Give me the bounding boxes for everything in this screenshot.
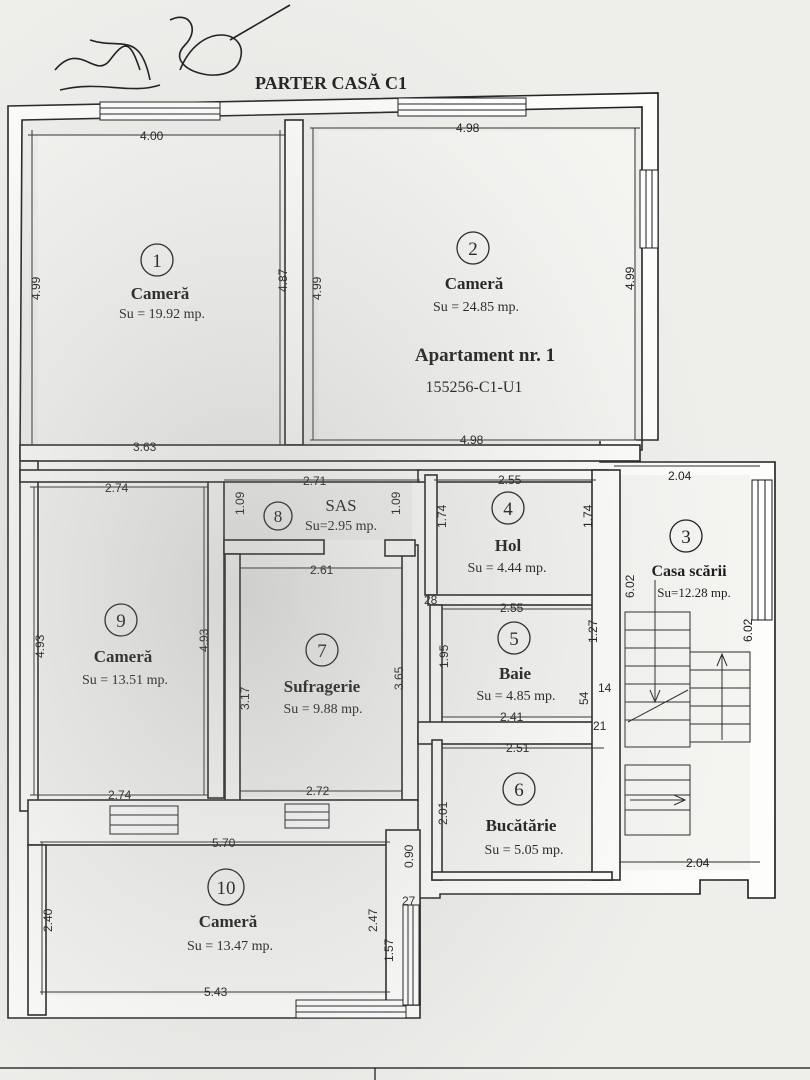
floor-plan: PARTER CASĂ C1	[0, 0, 810, 1080]
photo-shadow	[0, 0, 810, 1080]
